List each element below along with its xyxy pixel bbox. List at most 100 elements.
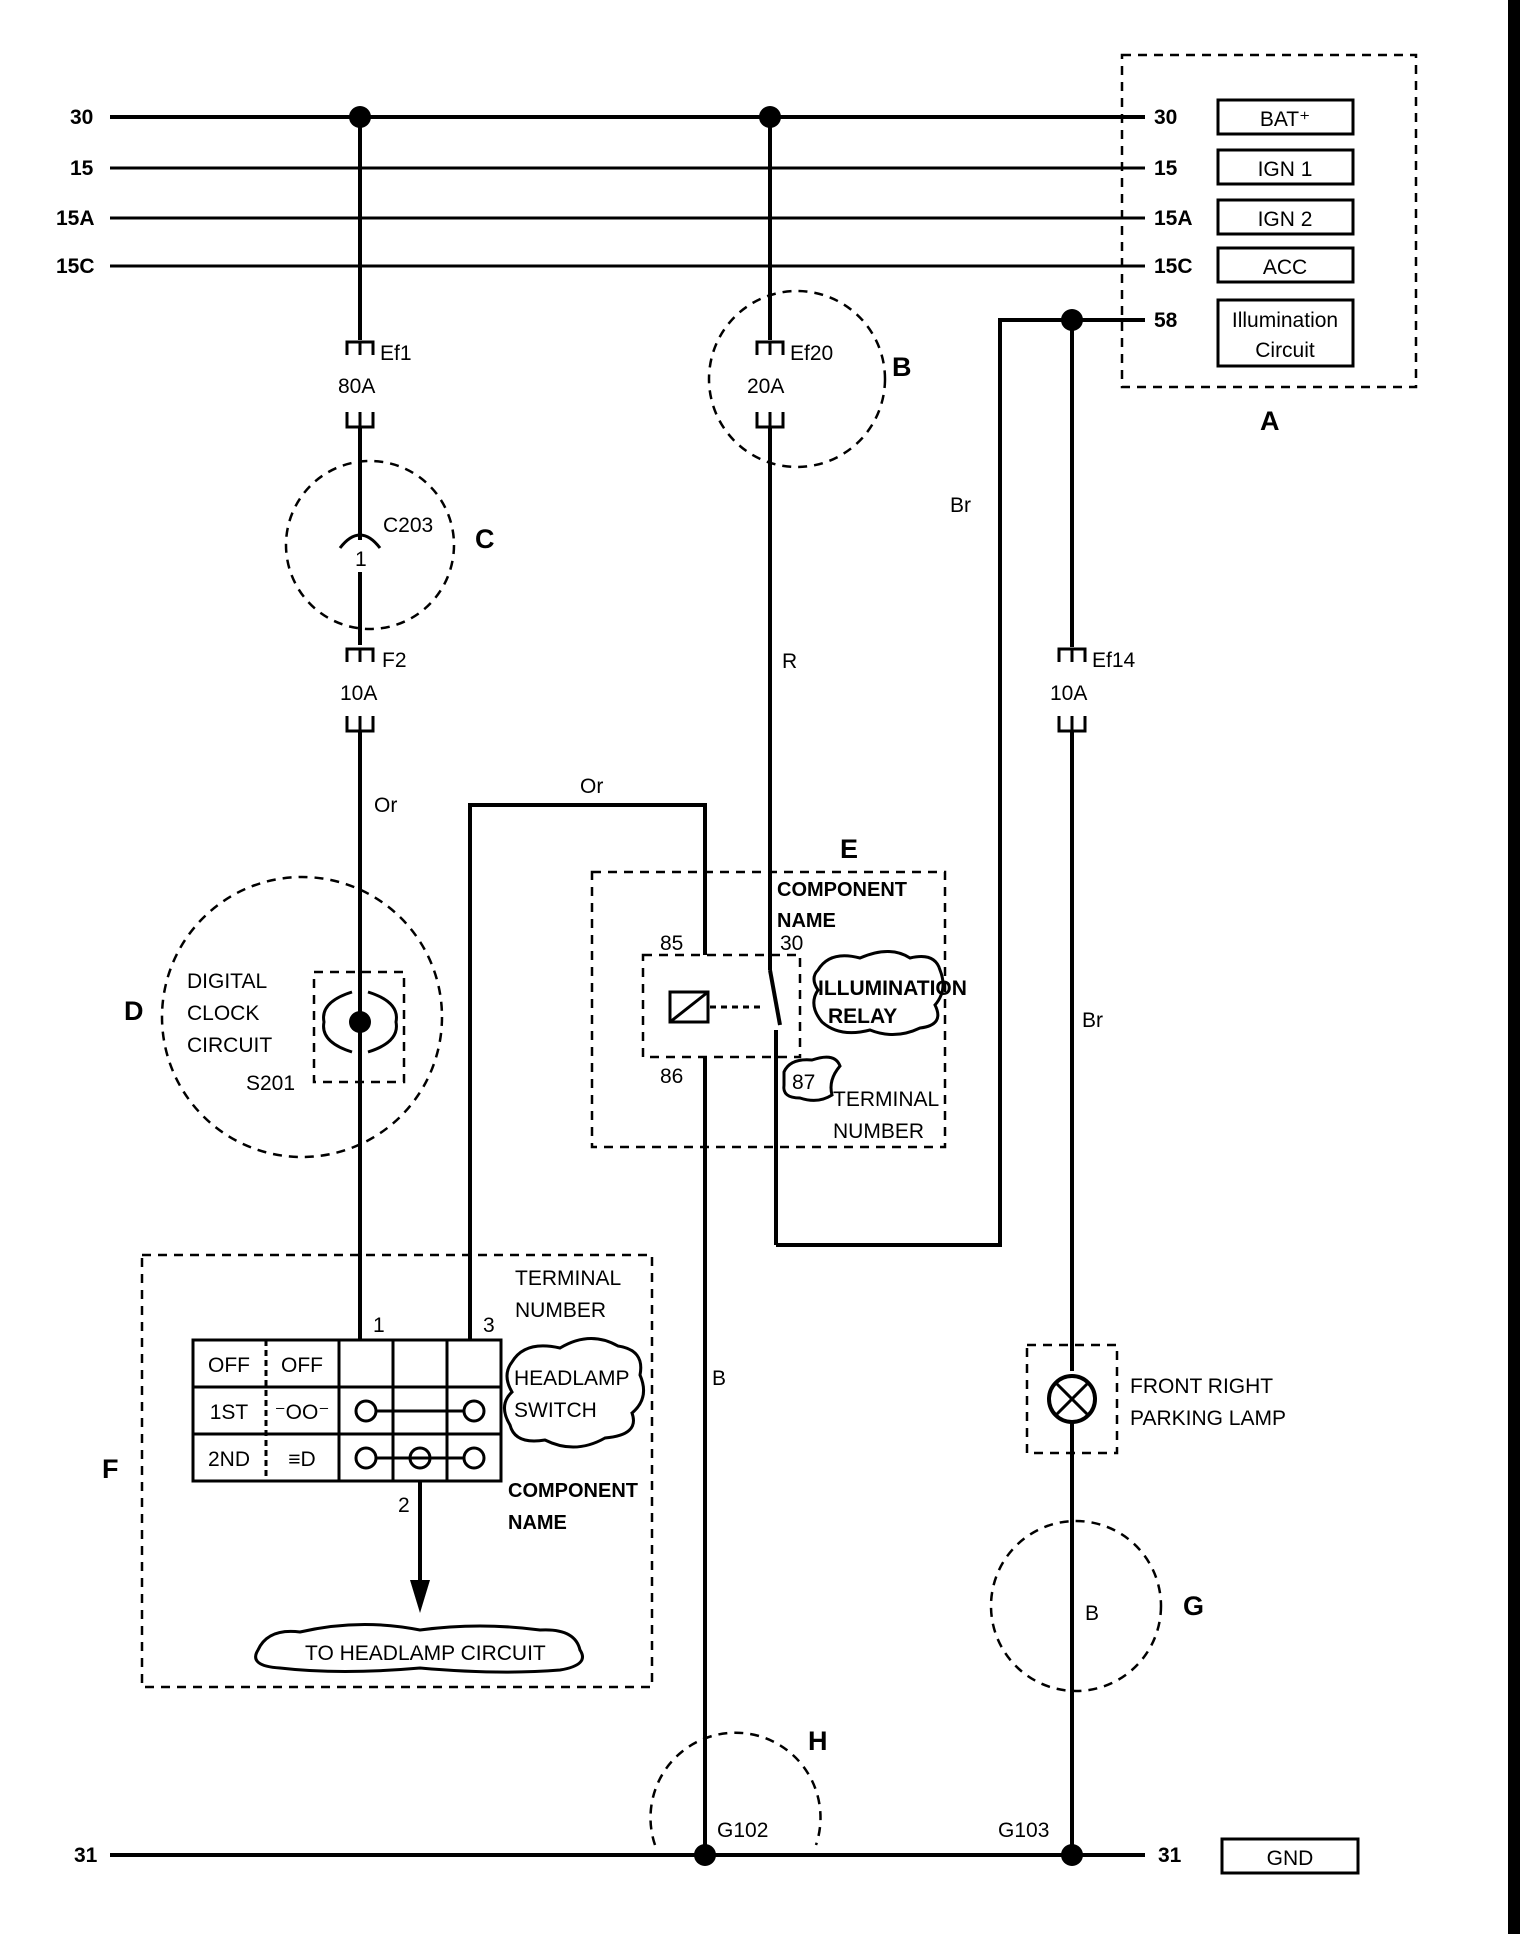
ground-g103: G103 (998, 1819, 1049, 1842)
relay-name-line1: ILLUMINATION (818, 977, 967, 1000)
power-box-outline (1120, 53, 1418, 389)
connector-c203-symbol (338, 533, 382, 549)
ground-right-31: 31 (1158, 1844, 1182, 1867)
wire-color-b-2: B (1085, 1602, 1099, 1625)
fuse-ef20-rating: 20A (747, 375, 784, 398)
acc-box (1216, 246, 1355, 284)
wire-color-br-1: Br (950, 494, 971, 517)
callout-c: C (475, 524, 495, 554)
relay-name-cloud (812, 950, 945, 1036)
switch-1st-contact-1 (354, 1399, 378, 1423)
ign1-box (1216, 148, 1355, 186)
switch-row-2nd-pos: 2ND (208, 1448, 250, 1471)
callout-d-circle (160, 875, 444, 1159)
page-edge (1508, 0, 1520, 1934)
wire-color-or-2: Or (580, 775, 603, 798)
callout-g: G (1183, 1591, 1204, 1621)
connector-c203-name: C203 (383, 514, 433, 537)
callout-f: F (102, 1454, 119, 1484)
splice-line2: CLOCK (187, 1002, 259, 1025)
switch-component-line1: COMPONENT (508, 1480, 638, 1502)
ign2-box (1216, 198, 1355, 236)
bus-right-15a: 15A (1154, 207, 1193, 230)
switch-row-off-pos: OFF (208, 1354, 250, 1377)
switch-terminal-line1: TERMINAL (515, 1267, 621, 1290)
ign2-label: IGN 2 (1258, 208, 1313, 231)
bus-left-30: 30 (70, 106, 93, 129)
fuse-ef14-top (1057, 647, 1087, 662)
illumination-label-1: Illumination (1232, 309, 1338, 332)
splice-name: S201 (246, 1072, 295, 1095)
callout-h: H (808, 1726, 828, 1756)
fuse-f2-bottom (345, 716, 375, 733)
fuse-ef1-name: Ef1 (380, 342, 412, 365)
fuse-ef14-rating: 10A (1050, 682, 1087, 705)
switch-name-line1: HEADLAMP (514, 1367, 630, 1390)
bat-label: BAT⁺ (1260, 108, 1310, 131)
bus-lines (110, 115, 1145, 268)
callout-b-circle (707, 289, 887, 469)
switch-name-line2: SWITCH (514, 1399, 597, 1422)
switch-name-cloud (503, 1336, 646, 1449)
switch-t2: 2 (398, 1494, 410, 1517)
relay-component-line1: COMPONENT (777, 879, 907, 901)
switch-2nd-contact-1 (354, 1446, 378, 1470)
switch-2nd-contact-3 (462, 1446, 486, 1470)
fuse-f2-name: F2 (382, 649, 407, 672)
wire-br-relay (776, 318, 1072, 1247)
fuse-ef20-bottom (755, 412, 785, 429)
relay-terminal-line2: NUMBER (833, 1120, 924, 1143)
callout-d: D (124, 996, 144, 1026)
relay-87-cloud (782, 1055, 842, 1102)
relay-coil (668, 990, 710, 1024)
bus-right-15: 15 (1154, 157, 1178, 180)
callout-e: E (840, 834, 858, 864)
to-headlamp-label: TO HEADLAMP CIRCUIT (305, 1642, 546, 1665)
illumination-label-2: Circuit (1255, 339, 1315, 362)
bat-box (1216, 98, 1355, 136)
fuse-ef14-name: Ef14 (1092, 649, 1136, 672)
splice-line1: DIGITAL (187, 970, 267, 993)
wire-or-relay (468, 803, 707, 1340)
relay-outline (590, 870, 947, 1149)
relay-component-line2: NAME (777, 910, 836, 932)
bus-right-15c: 15C (1154, 255, 1193, 278)
bus-left-15: 15 (70, 157, 94, 180)
fuse-ef14-bottom (1057, 716, 1087, 733)
switch-t1: 1 (373, 1314, 385, 1337)
relay-inner-box (641, 953, 802, 1059)
relay-contact-blade (768, 969, 782, 1026)
fuse-ef20-top (755, 340, 785, 355)
switch-grid-border (191, 1338, 503, 1483)
switch-row-off-sym: OFF (281, 1354, 323, 1377)
to-headlamp-cloud (254, 1623, 584, 1674)
gnd-box (1220, 1837, 1360, 1875)
bus-left-15a: 15A (56, 207, 95, 230)
lamp-cross-2 (1054, 1381, 1090, 1417)
switch-t3: 3 (483, 1314, 495, 1337)
wire-color-r: R (782, 650, 797, 673)
lamp-line1: FRONT RIGHT (1130, 1375, 1273, 1398)
relay-t85: 85 (660, 932, 683, 955)
arrow-down-icon (410, 1580, 430, 1613)
fuse-ef20-name: Ef20 (790, 342, 833, 365)
bus-left-15c: 15C (56, 255, 95, 278)
lamp-line2: PARKING LAMP (1130, 1407, 1286, 1430)
ign1-label: IGN 1 (1258, 158, 1313, 181)
wire-color-b-1: B (712, 1367, 726, 1390)
callout-h-circle (649, 1731, 822, 1846)
switch-row-1st-sym: ⁻ОО⁻ (275, 1401, 330, 1424)
acc-label: ACC (1263, 256, 1307, 279)
switch-1st-contact-3 (462, 1399, 486, 1423)
splice-s201-left (322, 990, 353, 1054)
illumination-box (1216, 298, 1355, 368)
relay-t86: 86 (660, 1065, 683, 1088)
ground-g102: G102 (717, 1819, 768, 1842)
fuse-ef1-bottom (345, 412, 375, 429)
bus-right-30: 30 (1154, 106, 1177, 129)
fuse-f2-rating: 10A (340, 682, 377, 705)
callout-a: A (1260, 406, 1280, 436)
switch-terminal-line2: NUMBER (515, 1299, 606, 1322)
fuse-ef1-top (345, 340, 375, 355)
